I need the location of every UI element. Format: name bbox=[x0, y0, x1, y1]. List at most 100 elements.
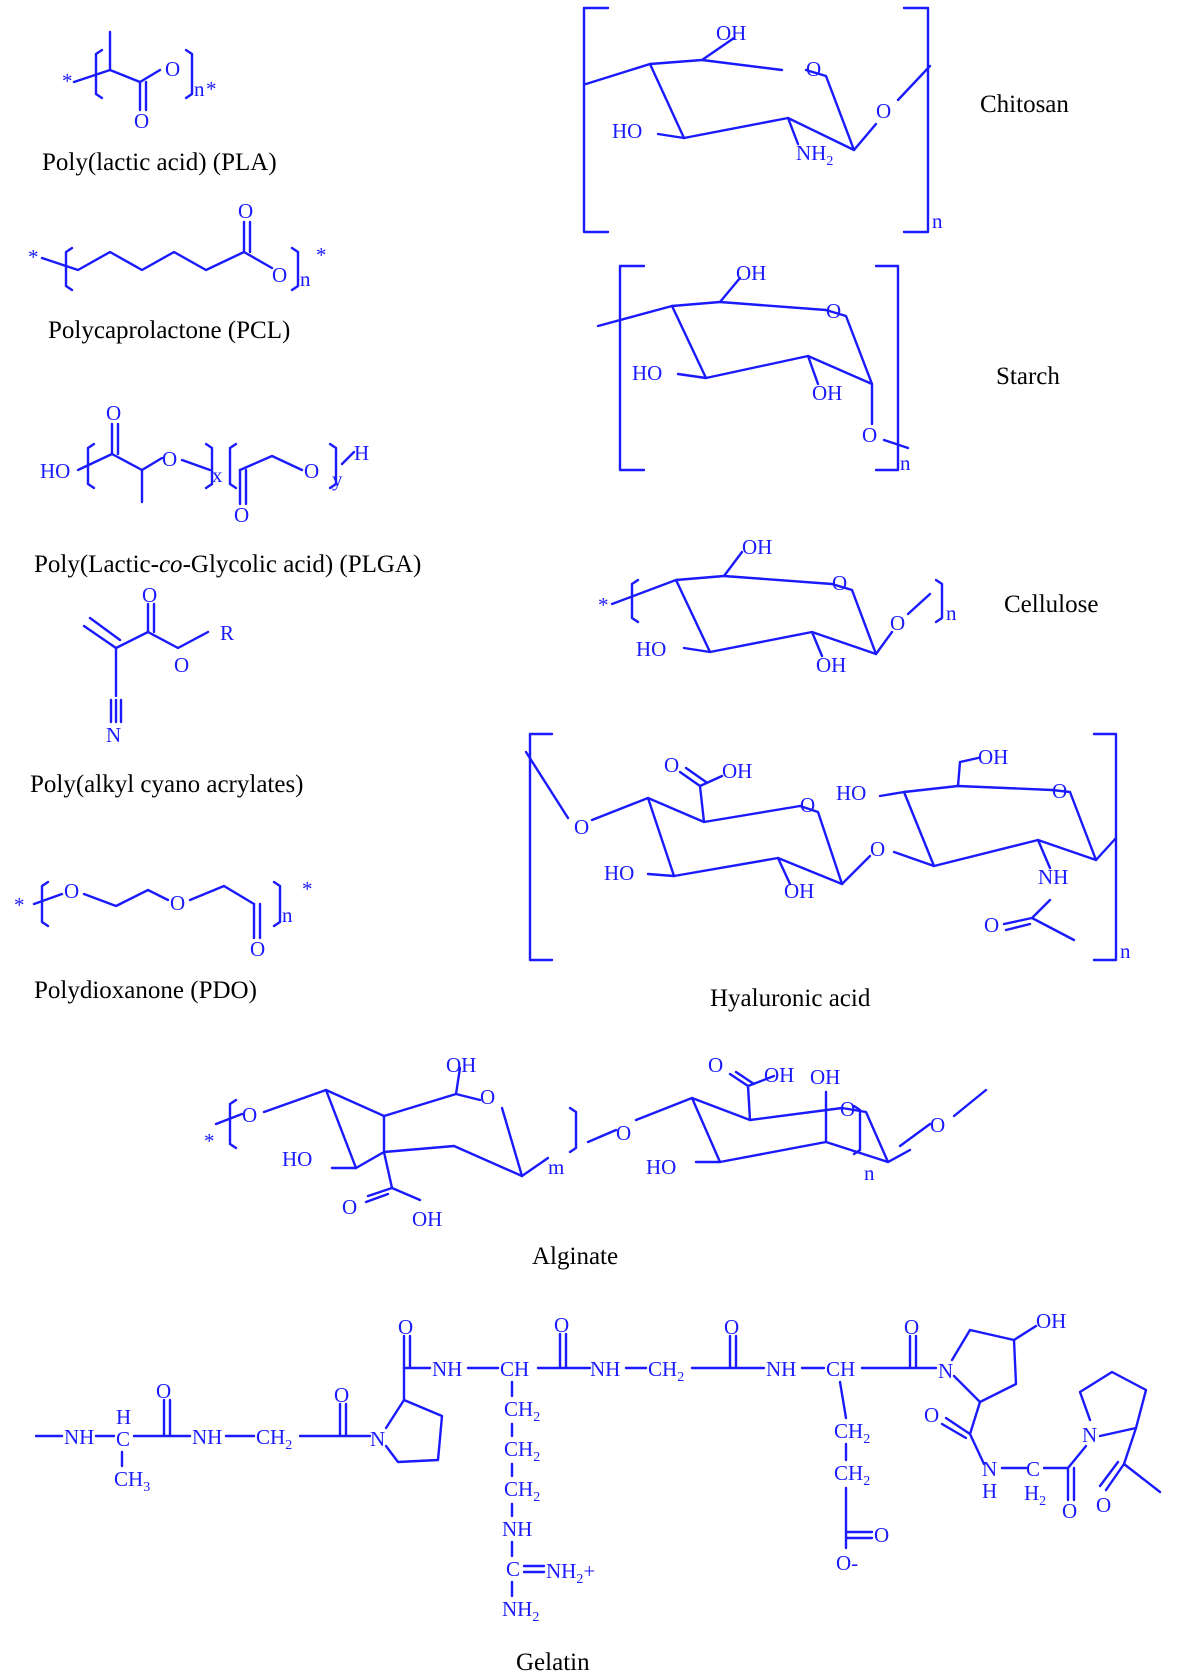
label-hyaluronic-acid: Hyaluronic acid bbox=[710, 985, 871, 1012]
label-pla: Poly(lactic acid) (PLA) bbox=[42, 149, 277, 176]
label-pac: Poly(alkyl cyano acrylates) bbox=[30, 771, 304, 798]
starch-link-o: O bbox=[862, 423, 877, 447]
cellulose-n: n bbox=[946, 601, 957, 625]
pdo-n: n bbox=[282, 903, 293, 927]
alginate-m: m bbox=[548, 1155, 564, 1179]
chitosan-ho: HO bbox=[612, 119, 642, 143]
pac-structure: O O R N bbox=[82, 583, 234, 747]
label-pcl: Polycaprolactone (PCL) bbox=[48, 317, 290, 344]
pdo-star-right: * bbox=[302, 877, 313, 901]
gel-ch-arg: CH bbox=[500, 1357, 529, 1381]
gel-glu-ch2-2: CH2 bbox=[834, 1461, 870, 1489]
gel-h1: H bbox=[116, 1405, 131, 1429]
alginate-ho1: HO bbox=[282, 1147, 312, 1171]
gel-c1: C bbox=[116, 1427, 130, 1451]
gel-ch2-3-c: C bbox=[1026, 1457, 1040, 1481]
pac-r: R bbox=[220, 621, 234, 645]
chitosan-ring-o: O bbox=[806, 57, 821, 81]
gel-o2: O bbox=[334, 1383, 349, 1407]
gel-arg-ch2-2: CH2 bbox=[504, 1437, 540, 1465]
gelatin-structure: NH H C CH3 O NH CH2 O N O NH CH O CH2 CH… bbox=[34, 1309, 1162, 1625]
ha-carboxyl-o: O bbox=[664, 753, 679, 777]
gel-nh1: NH bbox=[64, 1425, 94, 1449]
cellulose-ring-o: O bbox=[832, 571, 847, 595]
label-starch: Starch bbox=[996, 363, 1060, 390]
gel-nh6-n: N bbox=[982, 1457, 997, 1481]
hyaluronic-acid-structure: O O OH O HO OH O HO OH O NH O n bbox=[524, 732, 1131, 963]
starch-oh-bottom: OH bbox=[812, 381, 842, 405]
ha-link-o-left: O bbox=[574, 815, 589, 839]
chitosan-oh: OH bbox=[716, 21, 746, 45]
gel-nh2: NH bbox=[192, 1425, 222, 1449]
chitosan-n: n bbox=[932, 209, 943, 233]
alginate-link-o1: O bbox=[242, 1103, 257, 1127]
plga-h: H bbox=[354, 441, 369, 465]
alginate-ring-o1: O bbox=[480, 1085, 495, 1109]
gel-ch2-1: CH2 bbox=[256, 1425, 292, 1453]
label-alginate: Alginate bbox=[532, 1243, 618, 1270]
chitosan-structure: OH O O HO NH2 n bbox=[582, 6, 943, 234]
pla-star-left: * bbox=[62, 69, 73, 93]
chitosan-link-o: O bbox=[876, 99, 891, 123]
starch-oh-top: OH bbox=[736, 261, 766, 285]
gel-nh6-h: H bbox=[982, 1479, 997, 1503]
pdo-star-left: * bbox=[14, 893, 25, 917]
pcl-n: n bbox=[300, 267, 311, 291]
ha-oh-top: OH bbox=[978, 745, 1008, 769]
gel-arg-nh2: NH2 bbox=[502, 1597, 539, 1625]
gel-glu-carbonyl-o: O bbox=[874, 1523, 889, 1547]
pcl-star-right: * bbox=[316, 243, 327, 267]
pdo-o1: O bbox=[64, 879, 79, 903]
alginate-structure: * OH O O HO O OH m O O OH OH O HO n O bbox=[204, 1053, 988, 1231]
gel-o6: O bbox=[904, 1315, 919, 1339]
alginate-carboxyl-o2: O bbox=[708, 1053, 723, 1077]
ha-ring-o1: O bbox=[800, 793, 815, 817]
alginate-oh-top1: OH bbox=[446, 1053, 476, 1077]
gel-arg-c: C bbox=[506, 1557, 520, 1581]
pla-n: n bbox=[194, 77, 205, 101]
ha-n: n bbox=[1120, 939, 1131, 963]
ha-glycosidic-o: O bbox=[870, 837, 885, 861]
alginate-link-o3: O bbox=[930, 1113, 945, 1137]
pla-structure: * O O n * bbox=[62, 30, 217, 133]
alginate-star: * bbox=[204, 1129, 215, 1153]
gel-o5: O bbox=[724, 1315, 739, 1339]
gel-ch3: CH3 bbox=[114, 1467, 150, 1495]
pac-ester-o: O bbox=[174, 653, 189, 677]
pcl-star-left: * bbox=[28, 245, 39, 269]
plga-y: y bbox=[332, 467, 343, 491]
cellulose-ho: HO bbox=[636, 637, 666, 661]
ha-nh: NH bbox=[1038, 865, 1068, 889]
gel-arg-ch2-1: CH2 bbox=[504, 1397, 540, 1425]
ha-oh-bottom: OH bbox=[784, 879, 814, 903]
cellulose-oh-bottom: OH bbox=[816, 653, 846, 677]
pla-carbonyl-o: O bbox=[134, 109, 149, 133]
gel-arg-ch2-3: CH2 bbox=[504, 1477, 540, 1505]
gel-arg-nh2-plus: NH2+ bbox=[546, 1559, 595, 1587]
gel-o9: O bbox=[1096, 1493, 1111, 1517]
starch-ho: HO bbox=[632, 361, 662, 385]
gel-arg-nh: NH bbox=[502, 1517, 532, 1541]
pdo-structure: * O O O n * bbox=[14, 877, 313, 961]
gel-o8: O bbox=[1062, 1499, 1077, 1523]
cellulose-star: * bbox=[598, 593, 609, 617]
starch-n: n bbox=[900, 451, 911, 475]
alginate-oh-top2: OH bbox=[810, 1065, 840, 1089]
gel-o7: O bbox=[924, 1403, 939, 1427]
ha-ho-right: HO bbox=[836, 781, 866, 805]
ha-ho-left: HO bbox=[604, 861, 634, 885]
gel-o1: O bbox=[156, 1379, 171, 1403]
label-chitosan: Chitosan bbox=[980, 91, 1069, 118]
alginate-carboxyl-o1: O bbox=[342, 1195, 357, 1219]
plga-structure: HO O O x O O y H bbox=[40, 401, 369, 527]
label-plga: Poly(Lactic-co-Glycolic acid) (PLGA) bbox=[34, 551, 421, 578]
pdo-carbonyl-o: O bbox=[250, 937, 265, 961]
plga-ho: HO bbox=[40, 459, 70, 483]
gel-glu-ominus: O- bbox=[836, 1551, 858, 1575]
ha-acetyl-o: O bbox=[984, 913, 999, 937]
gel-n-hyp: N bbox=[938, 1359, 953, 1383]
alginate-n: n bbox=[864, 1161, 875, 1185]
ha-carboxyl-oh: OH bbox=[722, 759, 752, 783]
plga-co-o2: O bbox=[234, 503, 249, 527]
